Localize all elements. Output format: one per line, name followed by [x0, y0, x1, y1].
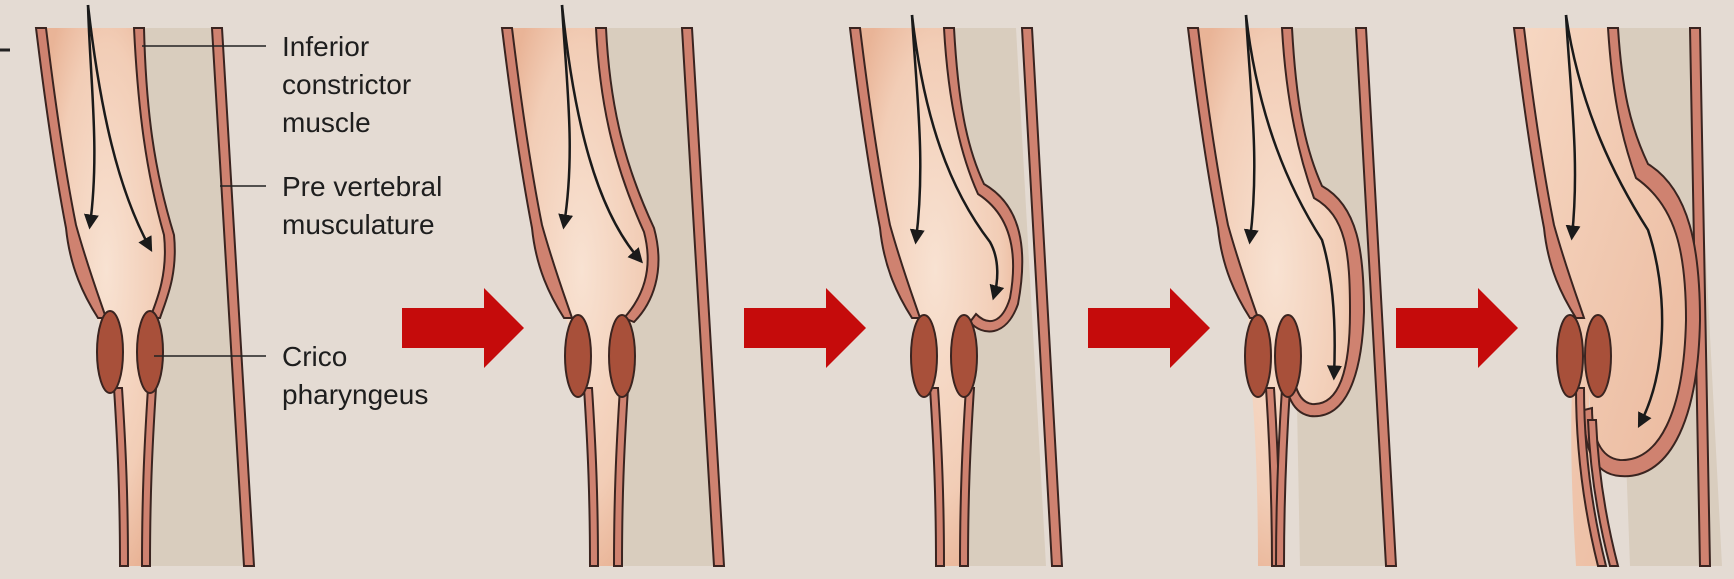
cricopharyngeus-left	[565, 315, 591, 397]
cricopharyngeus-left	[1557, 315, 1583, 397]
cricopharyngeus-left	[911, 315, 937, 397]
cricopharyngeus-right	[137, 311, 163, 393]
cricopharyngeus-right	[1585, 315, 1611, 397]
cricopharyngeus-left	[1245, 315, 1271, 397]
cricopharyngeus-right	[609, 315, 635, 397]
cricopharyngeus-left	[97, 311, 123, 393]
cricopharyngeus-right	[1275, 315, 1301, 397]
cricopharyngeus-right	[951, 315, 977, 397]
